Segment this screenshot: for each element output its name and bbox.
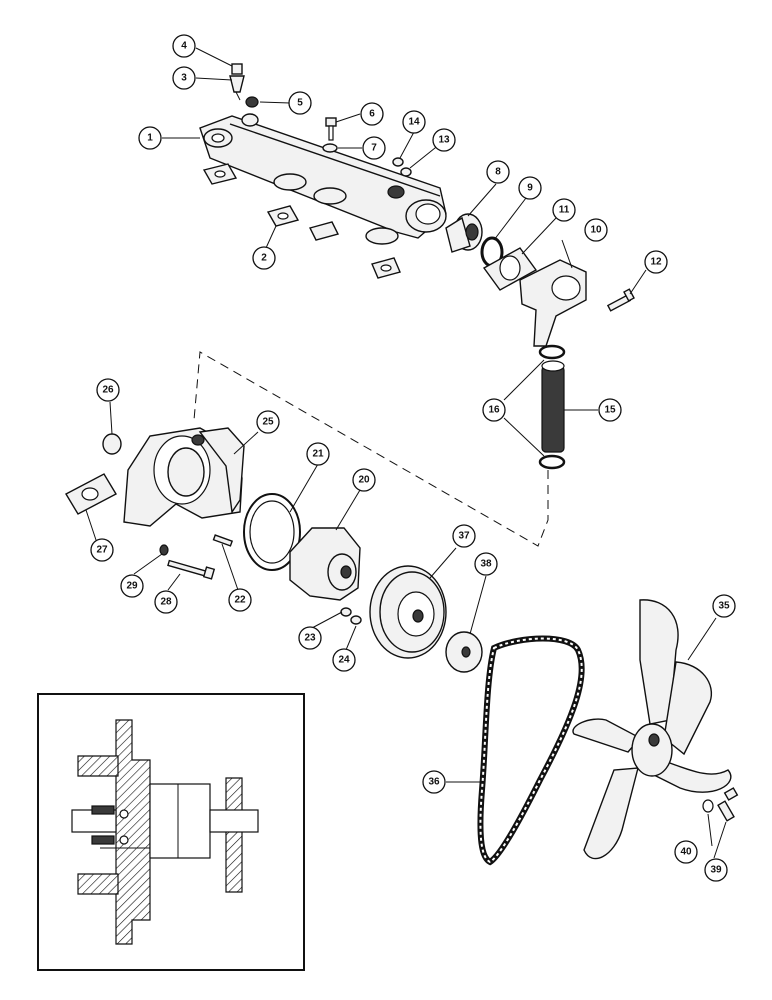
thermostat-housing [519,259,587,347]
callout-25: 25 [256,410,280,434]
callout-16: 16 [482,398,506,422]
callout-8: 8 [486,160,510,184]
svg-text:1: 1 [147,133,153,144]
leader-lines [85,47,727,859]
manifold-gaskets [202,163,401,279]
callout-1: 1 [138,126,162,150]
svg-text:20: 20 [358,475,370,486]
callout-15: 15 [598,398,622,422]
callout-13: 13 [432,128,456,152]
callout-22: 22 [228,588,252,612]
callout-39: 39 [704,858,728,882]
callout-10: 10 [584,218,608,242]
water-pump-body [289,527,361,601]
callout-6: 6 [360,102,384,126]
pump-stud [212,534,234,547]
callout-40: 40 [674,840,698,864]
svg-text:5: 5 [297,98,303,109]
bypass-hose [541,360,565,453]
pump-gasket [243,493,301,571]
callout-29: 29 [120,574,144,598]
pipe-plug [245,96,259,108]
svg-text:4: 4 [181,41,187,52]
svg-text:38: 38 [480,559,492,570]
svg-text:7: 7 [371,143,377,154]
fan-washer [702,799,714,813]
fan-bolt [717,787,739,822]
svg-text:3: 3 [181,73,187,84]
callout-11: 11 [552,198,576,222]
callout-14: 14 [402,110,426,134]
svg-text:6: 6 [369,109,375,120]
svg-text:15: 15 [604,405,616,416]
svg-text:8: 8 [495,167,501,178]
callout-36: 36 [422,770,446,794]
svg-text:13: 13 [438,135,450,146]
water-pump-housing [123,427,245,527]
svg-text:37: 37 [458,531,470,542]
lock-washer [322,143,338,153]
callout-2: 2 [252,246,276,270]
svg-text:10: 10 [590,225,602,236]
callout-27: 27 [90,538,114,562]
hose-clamps [538,344,566,470]
bolt-washer [159,544,169,556]
pump-bolt [167,559,216,580]
pulley-hub [445,631,483,673]
pump-nuts [340,607,362,625]
svg-text:11: 11 [559,205,570,216]
callout-24: 24 [332,648,356,672]
callout-38: 38 [474,552,498,576]
svg-text:14: 14 [408,117,420,128]
svg-text:12: 12 [650,257,662,268]
svg-text:26: 26 [102,385,114,396]
svg-text:24: 24 [338,655,350,666]
callout-28: 28 [154,590,178,614]
svg-text:39: 39 [710,865,722,876]
cross-section-inset [37,693,305,971]
callout-21: 21 [306,442,330,466]
temperature-sender [229,63,245,101]
manifold-bolt [325,117,337,141]
fan-pulley [369,565,447,659]
svg-text:35: 35 [718,601,730,612]
callout-7: 7 [362,136,386,160]
callout-20: 20 [352,468,376,492]
svg-text:29: 29 [126,581,138,592]
svg-text:40: 40 [680,847,692,858]
callout-3: 3 [172,66,196,90]
callout-26: 26 [96,378,120,402]
svg-text:2: 2 [261,253,267,264]
nut-and-washer [392,157,412,177]
thermostat [445,213,483,253]
svg-text:25: 25 [262,417,274,428]
callout-23: 23 [298,626,322,650]
housing-gasket [65,473,117,515]
svg-text:27: 27 [96,545,108,556]
svg-text:23: 23 [304,633,316,644]
svg-text:21: 21 [312,449,324,460]
routing-dashed-line [193,351,549,547]
svg-text:22: 22 [234,595,246,606]
callout-12: 12 [644,250,668,274]
thermostat-gasket [482,247,538,291]
housing-bolt [606,288,635,312]
callout-5: 5 [288,91,312,115]
svg-text:28: 28 [160,597,172,608]
svg-text:36: 36 [428,777,440,788]
water-outlet-manifold [199,113,447,245]
svg-text:9: 9 [527,183,533,194]
cooling-fan [572,599,732,860]
callout-9: 9 [518,176,542,200]
callout-4: 4 [172,34,196,58]
freeze-plug [102,433,122,455]
callout-35: 35 [712,594,736,618]
svg-text:16: 16 [488,405,500,416]
fan-belt [477,635,585,866]
callout-37: 37 [452,524,476,548]
